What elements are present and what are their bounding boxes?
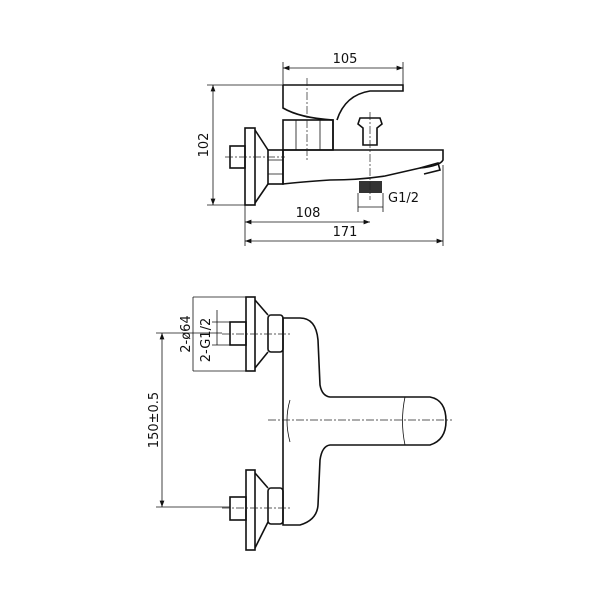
dim-102: 102 (197, 133, 212, 158)
dim-105: 105 (333, 52, 358, 67)
front-view-faucet (222, 296, 452, 551)
spout-tip (419, 162, 441, 175)
lower-inlet-stub (229, 496, 247, 521)
dim-108: 108 (296, 206, 321, 221)
spout-body (282, 149, 444, 185)
aerator-outlet (359, 181, 382, 193)
upper-nut (267, 314, 284, 353)
lever-handle (282, 84, 404, 150)
hex-nut (267, 149, 284, 185)
side-view-dimensions: 105 102 G1/2 108 171 (197, 52, 444, 246)
flange-cone (254, 129, 269, 204)
upper-inlet-stub (229, 321, 247, 346)
front-view-dimensions: 150±0.5 2-ø64 2-G1/2 (147, 296, 246, 508)
side-view-faucet (225, 78, 444, 206)
lower-nut (267, 487, 284, 525)
lower-flange (245, 469, 256, 551)
dim-g12-outlet: G1/2 (388, 191, 419, 206)
cartridge-housing (282, 119, 334, 151)
mixer-body (282, 317, 447, 526)
dim-171: 171 (333, 225, 358, 240)
dim-flange-diameter: 2-ø64 (179, 315, 194, 352)
diverter-knob (357, 117, 383, 146)
dim-inlet-thread: 2-G1/2 (199, 318, 214, 362)
wall-flange (244, 127, 256, 206)
dim-150: 150±0.5 (147, 392, 162, 448)
